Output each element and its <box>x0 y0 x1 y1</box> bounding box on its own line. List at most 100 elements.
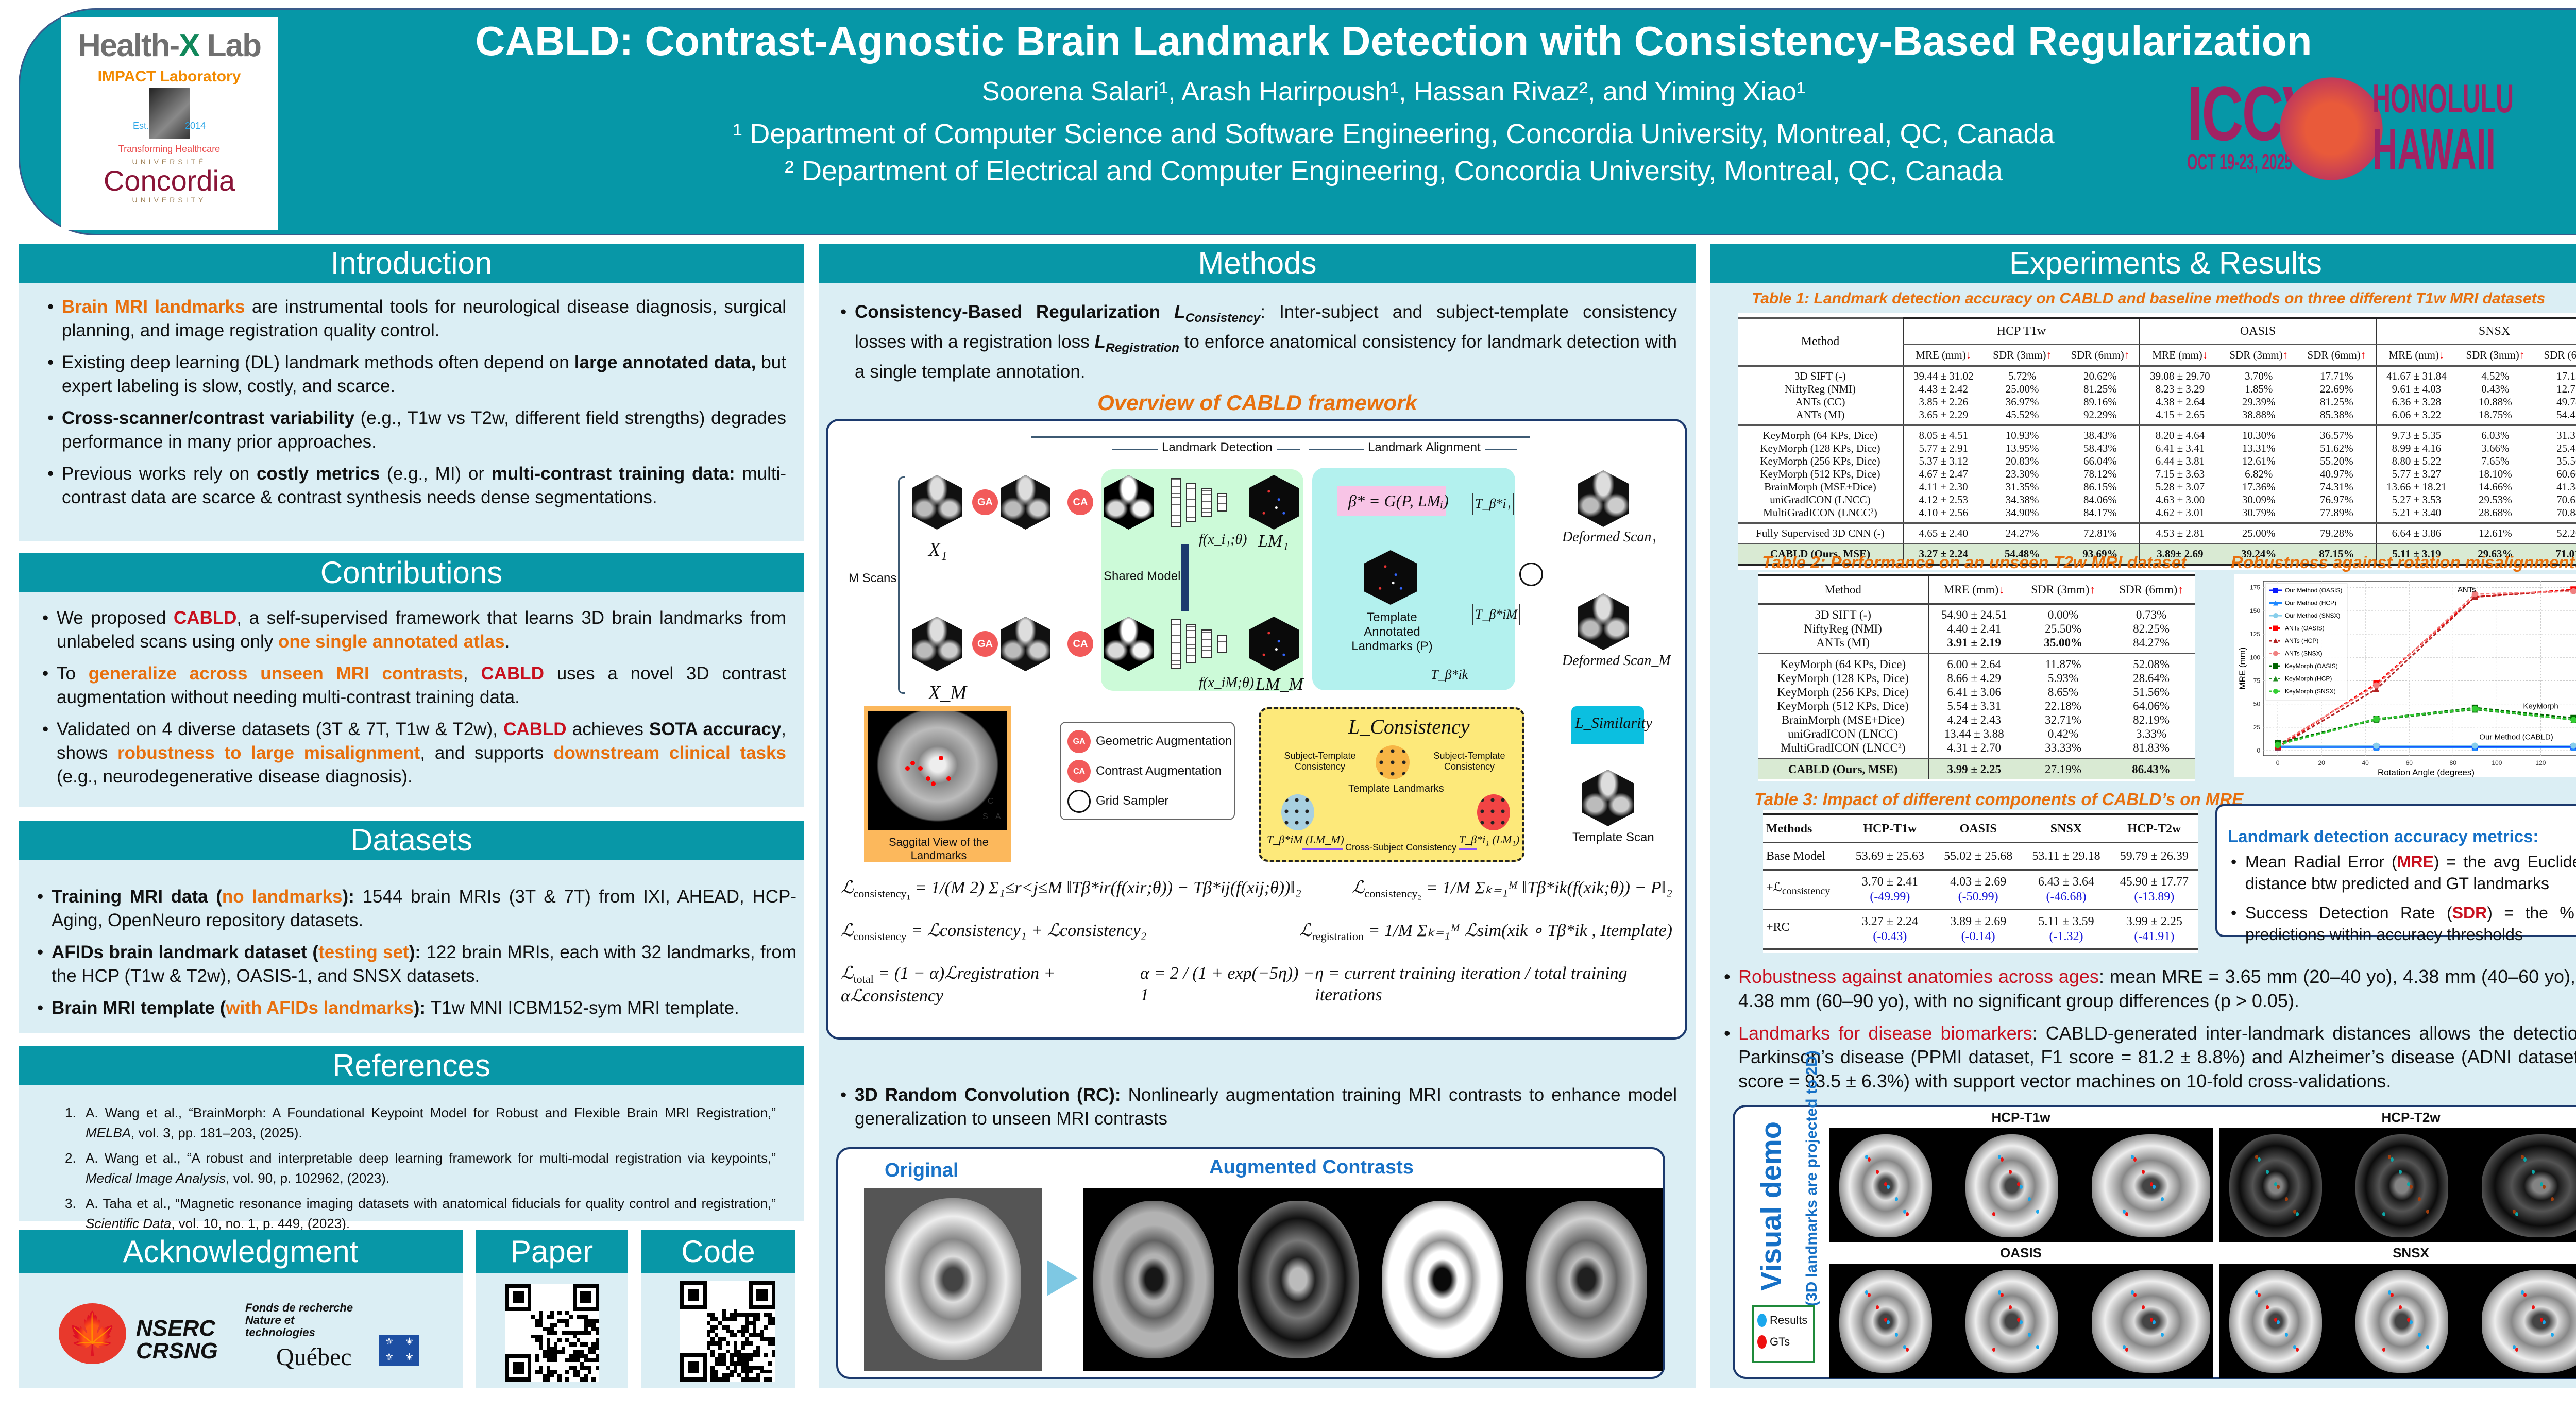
qr-module <box>752 1341 756 1346</box>
qr-module <box>580 1319 584 1323</box>
mre-value: 3.27 ± 2.24 <box>1861 915 1918 928</box>
qr-module <box>768 1321 772 1325</box>
landmark-dot <box>2150 1318 2153 1322</box>
reference-details: , vol. 90, p. 102962, (2023). <box>226 1170 390 1186</box>
qr-module <box>523 1338 528 1342</box>
qr-module <box>512 1322 516 1327</box>
qr-module <box>509 1315 513 1319</box>
qr-module <box>741 1365 745 1370</box>
qr-module <box>580 1342 584 1347</box>
qr-module <box>687 1313 692 1318</box>
qr-module <box>730 1353 734 1358</box>
qr-module <box>730 1281 734 1285</box>
qr-module <box>718 1293 722 1298</box>
qr-module <box>565 1366 569 1370</box>
qr-module <box>543 1361 547 1366</box>
qr-module <box>561 1287 566 1292</box>
qr-module <box>543 1346 547 1351</box>
qr-module <box>737 1365 741 1370</box>
metric-label: MRE (mm) <box>1916 349 1966 361</box>
qr-module <box>512 1350 516 1354</box>
qr-module <box>516 1373 520 1378</box>
text-segment: , <box>463 663 481 684</box>
qr-module <box>505 1303 509 1307</box>
arrow-icon <box>1047 1260 1078 1296</box>
qr-module <box>680 1369 684 1374</box>
qr-module <box>572 1322 577 1327</box>
table-cell: 58.43% <box>2083 442 2117 454</box>
qr-module <box>714 1297 718 1301</box>
qr-module <box>744 1357 749 1361</box>
table-cell: 6.43 ± 3.64(-46.68) <box>2022 870 2110 910</box>
qr-module <box>516 1331 520 1335</box>
qr-module <box>695 1357 699 1361</box>
qr-module <box>733 1301 737 1305</box>
qr-module <box>554 1346 558 1351</box>
qr-module <box>531 1358 535 1362</box>
qr-module <box>588 1307 592 1312</box>
table-cell: 10.88% <box>2478 396 2512 408</box>
section-title: Experiments & Results <box>1710 244 2576 283</box>
qr-module <box>516 1358 520 1362</box>
qr-module <box>764 1369 768 1374</box>
qr-module <box>760 1313 764 1318</box>
cross-label: Cross-Subject Consistency <box>1343 842 1459 853</box>
qr-module <box>684 1353 688 1358</box>
qr-module <box>523 1311 528 1315</box>
table-cell: 6.41 ± 3.06 <box>1928 685 2020 699</box>
y-tick-label: 50 <box>2253 701 2261 708</box>
qr-module <box>680 1325 684 1330</box>
qr-module <box>535 1377 539 1382</box>
qr-module <box>569 1377 573 1382</box>
ga-legend-icon: GA <box>1067 730 1091 753</box>
qr-module <box>710 1309 715 1314</box>
mre-delta: (-46.68) <box>2046 890 2087 904</box>
landmark-dot <box>1868 1293 1871 1297</box>
paper-qr-code[interactable] <box>505 1284 599 1382</box>
qr-module <box>580 1311 584 1315</box>
qr-module <box>706 1349 711 1354</box>
qr-module <box>756 1373 760 1378</box>
qr-module <box>703 1369 707 1374</box>
qr-module <box>722 1301 726 1305</box>
qr-module <box>714 1353 718 1358</box>
metrics-box: Landmark detection accuracy metrics: Mea… <box>2215 804 2576 944</box>
method-name: MultiGradICON (LNCC²) <box>1780 741 1906 754</box>
qr-module <box>733 1349 737 1354</box>
bullet-item: Previous works rely on costly metrics (e… <box>44 462 786 509</box>
qr-module <box>516 1377 520 1382</box>
qr-module <box>749 1317 753 1321</box>
method-name: uniGradICON (LNCC) <box>1788 727 1899 740</box>
qr-module <box>512 1334 516 1339</box>
qr-module <box>595 1287 599 1292</box>
qr-module <box>725 1369 730 1374</box>
landmark-dot <box>2274 1318 2277 1322</box>
qr-module <box>749 1285 753 1289</box>
qr-module <box>591 1366 596 1370</box>
frq-line-1: Fonds de recherche <box>245 1301 353 1314</box>
qr-module <box>535 1334 539 1339</box>
qr-module <box>538 1346 543 1351</box>
qr-module <box>561 1370 566 1374</box>
qr-module <box>572 1338 577 1342</box>
table-cell: 39.24% <box>2219 543 2298 566</box>
qr-module <box>691 1309 696 1314</box>
qr-module <box>577 1287 581 1292</box>
detection-bracket-line <box>1031 436 1530 438</box>
landmark-dot <box>2285 1333 2288 1337</box>
qr-module <box>577 1291 581 1296</box>
qr-module <box>737 1317 741 1321</box>
table-cell: 25.00% <box>2005 383 2039 395</box>
qr-module <box>703 1321 707 1325</box>
code-qr-code[interactable] <box>680 1281 775 1382</box>
equation-rhs: = 1/(M 2) Σ₁≤r<j≤M ‖Tβ*ir(f(xir;θ)) − Tβ… <box>910 878 1301 897</box>
column-header: Method <box>1738 317 1903 367</box>
table-cell: 4.65 ± 2.40 <box>1902 522 1984 544</box>
qr-module <box>577 1334 581 1339</box>
qr-module <box>565 1284 569 1288</box>
table-cell: 4.15 ± 2.65 <box>2139 408 2220 425</box>
qr-module <box>741 1345 745 1350</box>
qr-module <box>706 1357 711 1361</box>
